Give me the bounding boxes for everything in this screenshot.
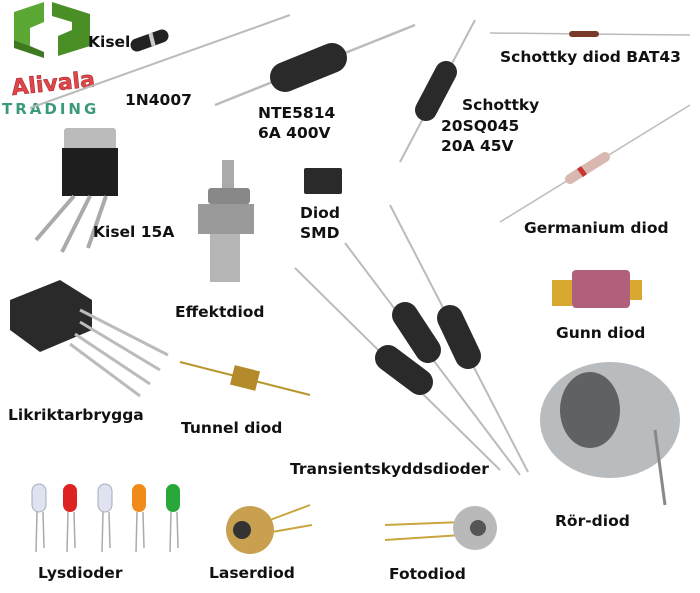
diode-photo (384, 506, 497, 550)
tube-diode (540, 362, 680, 506)
logo-subtitle: TRADING (2, 100, 99, 118)
label-20sq045: 20SQ045 (441, 117, 520, 135)
diode-germanium (499, 104, 691, 223)
label-gunn: Gunn diod (556, 324, 646, 342)
diode-gunn (552, 270, 642, 308)
diode-1n4007 (29, 14, 291, 109)
diode-bat43 (489, 31, 691, 37)
diode-nte5814 (214, 23, 416, 107)
label-kisel-15a: Kisel 15A (93, 223, 175, 241)
label-nte5814: NTE5814 (258, 104, 336, 122)
bridge-rectifier (10, 280, 169, 398)
label-tube: Rör-diod (555, 512, 630, 530)
diode-stud (198, 160, 254, 282)
diode-tunnel (179, 361, 311, 396)
diode-20sq045 (399, 19, 476, 163)
alivala-logo: Alivala TRADING (2, 2, 99, 118)
label-kisel: Kisel (88, 33, 131, 51)
label-led: Lysdioder (38, 564, 123, 582)
label-smd-2: SMD (300, 224, 340, 242)
label-20sq045-rating: 20A 45V (441, 137, 514, 155)
label-germanium: Germanium diod (524, 219, 669, 237)
label-smd-1: Diod (300, 204, 340, 222)
logo-brand: Alivala (10, 67, 96, 101)
diode-to220 (34, 128, 118, 253)
diode-smd (304, 168, 342, 194)
label-schottky: Schottky (462, 96, 540, 114)
label-1n4007: 1N4007 (125, 91, 192, 109)
label-bridge: Likriktarbrygga (8, 406, 144, 424)
label-laser: Laserdiod (209, 564, 295, 582)
label-bat43: Schottky diod BAT43 (500, 48, 681, 66)
label-effektdiod: Effektdiod (175, 303, 265, 321)
label-tunnel: Tunnel diod (181, 419, 283, 437)
label-photo: Fotodiod (389, 565, 466, 583)
label-nte5814-rating: 6A 400V (258, 124, 331, 142)
label-tvs: Transientskyddsdioder (290, 460, 489, 478)
leds (31, 483, 180, 553)
diode-tvs (294, 204, 529, 476)
diode-laser (226, 504, 313, 554)
